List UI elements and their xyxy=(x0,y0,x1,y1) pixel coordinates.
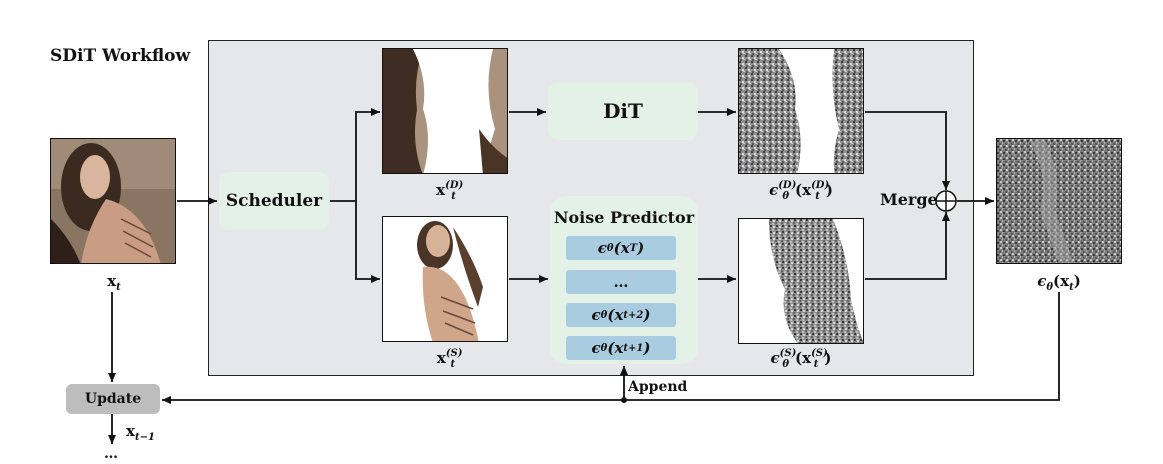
arrow-scheduler-sched-input xyxy=(355,201,380,283)
noise-predictor-title: Noise Predictor xyxy=(553,208,695,227)
scheduler-box: Scheduler xyxy=(219,172,329,230)
sched-input-image xyxy=(382,216,508,342)
item-close: ) xyxy=(637,239,645,257)
item-sub: t+2 xyxy=(623,309,644,321)
sched-input-label: x(S)t xyxy=(436,348,463,370)
output-label: ϵθ(xt) xyxy=(1037,272,1081,293)
item-close: ) xyxy=(643,306,651,324)
merge-label: Merge xyxy=(880,190,938,209)
sched-input-photo xyxy=(383,217,507,341)
item-arg: (x xyxy=(607,339,624,357)
merge-oplus-icon xyxy=(935,190,957,212)
dit-input-image xyxy=(382,48,508,174)
diagram-title: SDiT Workflow xyxy=(50,46,191,66)
ellipsis-label: … xyxy=(104,446,118,462)
input-photo xyxy=(51,139,175,263)
predictor-item: … xyxy=(566,270,676,294)
pred-noise-photo xyxy=(739,219,863,343)
append-junction xyxy=(621,397,627,403)
append-label: Append xyxy=(628,379,688,395)
dit-noise-image xyxy=(738,48,864,174)
dit-noise-label: ϵ(D)θ(x(D)t) xyxy=(769,180,833,202)
output-image xyxy=(996,138,1122,264)
theta-sub: θ xyxy=(606,242,614,254)
theta-sub: θ xyxy=(600,342,608,354)
dit-input-label: x(D)t xyxy=(436,180,464,202)
pred-noise-image xyxy=(738,218,864,344)
dit-noise-photo xyxy=(739,49,863,173)
item-sub: t+1 xyxy=(623,342,644,354)
item-sub: T xyxy=(629,242,638,254)
arrow-pred-noise-merge xyxy=(865,212,950,280)
item-close: ) xyxy=(643,339,651,357)
output-photo xyxy=(997,139,1121,263)
input-label: xt xyxy=(107,272,121,293)
dit-input-photo xyxy=(383,49,507,173)
update-box: Update xyxy=(66,384,160,414)
dit-box: DiT xyxy=(548,82,698,140)
epsilon-symbol: ϵ xyxy=(591,306,601,324)
next-label: xt−1 xyxy=(126,422,155,443)
arrow-dit-noise-merge xyxy=(865,111,950,190)
pred-noise-label: ϵ(S)θ(x(S)t) xyxy=(770,348,832,370)
theta-sub: θ xyxy=(600,309,608,321)
item-arg: (x xyxy=(607,306,624,324)
item-arg: (x xyxy=(613,239,630,257)
input-image xyxy=(50,138,176,264)
epsilon-symbol: ϵ xyxy=(591,339,601,357)
arrow-scheduler-dit-input xyxy=(330,108,380,202)
epsilon-symbol: ϵ xyxy=(597,239,607,257)
arrow-output-update xyxy=(162,292,1060,404)
